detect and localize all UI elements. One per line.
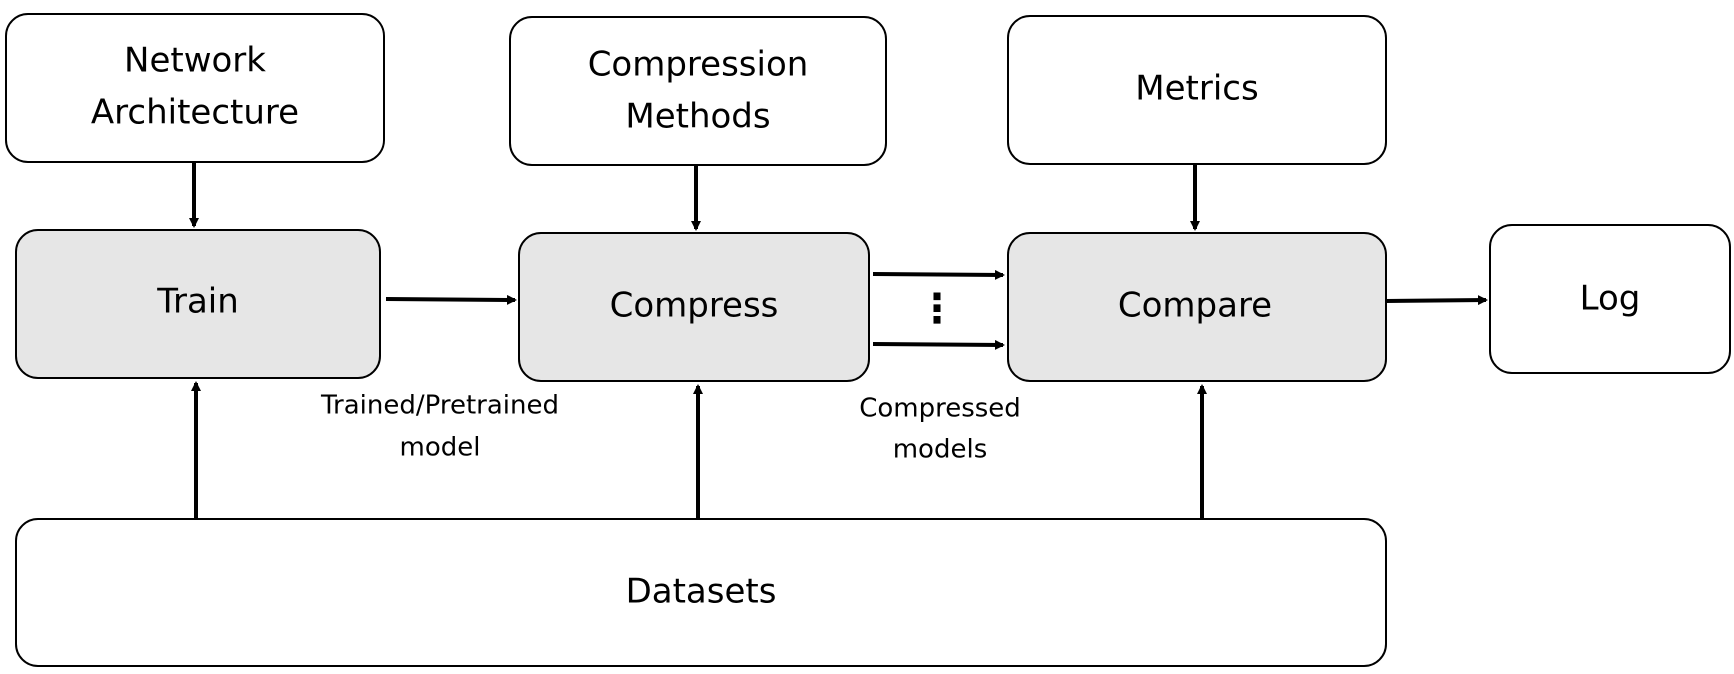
arrow-compare-to-log <box>1385 295 1488 306</box>
compression-methods-label-line2: Methods <box>625 97 770 137</box>
arrow-train-to-compress <box>385 294 517 305</box>
metrics-label: Metrics <box>1135 69 1258 109</box>
log-label: Log <box>1580 279 1641 319</box>
arrow-compress-to-compare-top <box>872 269 1005 280</box>
compressed-models-label: Compressed models <box>859 394 1021 465</box>
compress-box: Compress <box>518 232 870 382</box>
compression-methods-box: Compression Methods <box>509 16 887 166</box>
network-architecture-box: Network Architecture <box>5 13 385 163</box>
trained-model-label: Trained/Pretrained model <box>320 391 559 463</box>
log-box: Log <box>1489 224 1731 374</box>
compress-label: Compress <box>610 286 779 326</box>
compare-label: Compare <box>1118 286 1272 326</box>
compressed-models-label-line1: Compressed <box>859 394 1021 424</box>
compressed-models-label-line2: models <box>893 435 988 465</box>
network-architecture-label-line1: Network <box>124 41 266 81</box>
arrow-compress-to-compare-bottom <box>872 339 1005 350</box>
metrics-box: Metrics <box>1007 15 1387 165</box>
ellipsis-marker: ⋮ <box>917 286 957 332</box>
train-box: Train <box>15 229 381 379</box>
trained-model-label-line1: Trained/Pretrained <box>320 391 559 421</box>
compression-methods-label-line1: Compression <box>588 45 809 85</box>
network-architecture-label-line2: Architecture <box>91 93 299 133</box>
datasets-box: Datasets <box>15 518 1387 667</box>
train-label: Train <box>156 282 239 322</box>
datasets-label: Datasets <box>626 572 777 612</box>
compare-box: Compare <box>1007 232 1387 382</box>
trained-model-label-line2: model <box>400 433 481 463</box>
